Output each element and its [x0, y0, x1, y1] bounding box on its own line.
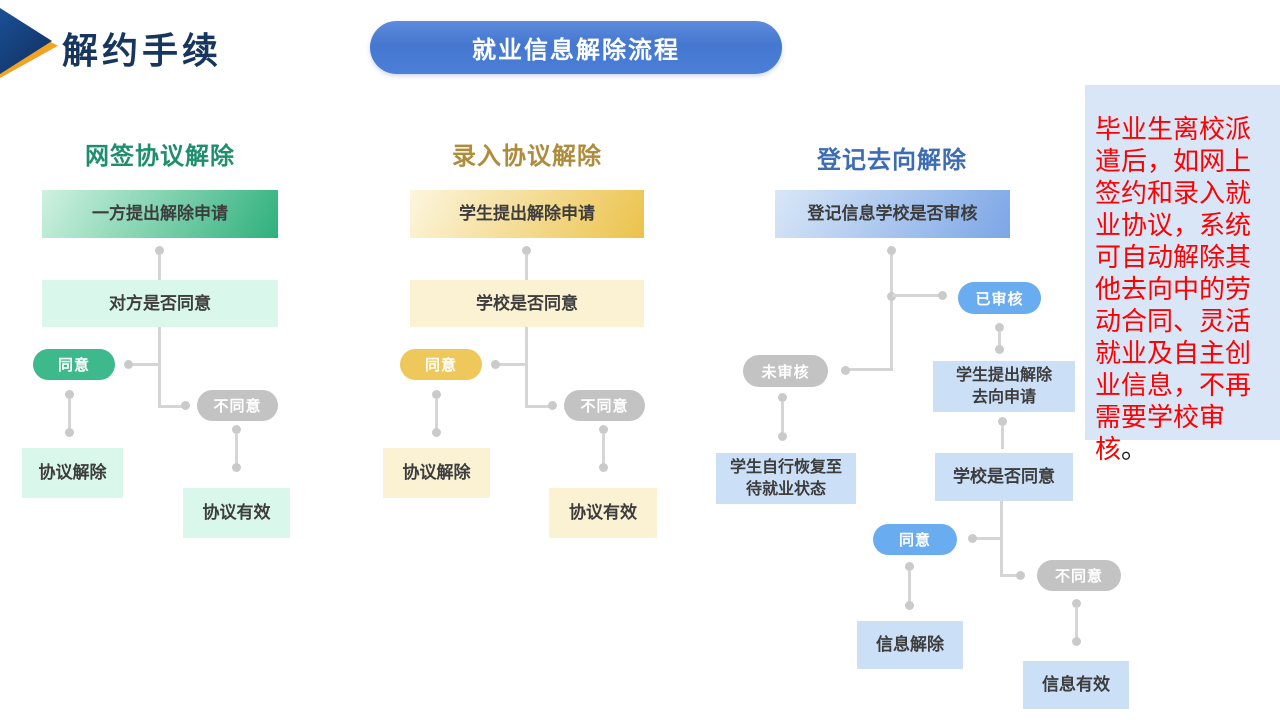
result-box: 协议有效: [183, 488, 290, 538]
connector-line: [160, 405, 186, 408]
flow-step-box: 登记信息学校是否审核: [775, 190, 1010, 238]
connector-line: [158, 327, 161, 408]
connector-dot: [548, 401, 557, 410]
connector-dot: [232, 425, 241, 434]
connector-dot: [232, 463, 241, 472]
flow-step-box: 学生提出解除 去向申请: [933, 361, 1075, 412]
connector-dot: [65, 428, 74, 437]
result-box: 信息解除: [857, 621, 963, 669]
connector-line: [846, 368, 892, 371]
flow-step-box: 对方是否同意: [42, 280, 278, 327]
flow-step-box: 学校是否同意: [935, 453, 1073, 501]
title-arrow-icon: [0, 8, 62, 80]
flow-step-box: 学校是否同意: [410, 280, 644, 327]
connector-line: [129, 363, 160, 366]
flow-step-box: 学生提出解除申请: [410, 190, 644, 238]
connector-line: [496, 363, 527, 366]
decision-pill-agree: 同意: [873, 524, 957, 555]
note-box: 毕业生离校派 遣后，如网上 签约和录入就 业协议，系统 可自动解除其 他去向中的…: [1085, 85, 1280, 464]
connector-dot: [887, 246, 896, 255]
connector-line: [527, 405, 553, 408]
connector-dot: [124, 360, 133, 369]
connector-dot: [905, 562, 914, 571]
result-box: 协议解除: [383, 448, 490, 498]
connector-line: [525, 255, 528, 281]
connector-dot: [599, 463, 608, 472]
connector-dot: [432, 428, 441, 437]
column2-title: 录入协议解除: [452, 143, 602, 170]
column3-title: 登记去向解除: [817, 147, 967, 174]
connector-dot: [968, 534, 977, 543]
connector-line: [892, 294, 940, 297]
connector-dot: [522, 246, 531, 255]
connector-dot: [181, 401, 190, 410]
decision-pill-disagree: 不同意: [564, 390, 645, 421]
connector-dot: [432, 390, 441, 399]
connector-line: [890, 255, 893, 371]
note-period: 。: [1121, 434, 1148, 464]
connector-line: [1075, 607, 1078, 641]
connector-line: [602, 433, 605, 466]
connector-dot: [887, 292, 896, 301]
result-box: 信息有效: [1023, 661, 1129, 709]
flow-step-box: 一方提出解除申请: [42, 190, 278, 238]
connector-dot: [995, 345, 1004, 354]
note-text: 毕业生离校派 遣后，如网上 签约和录入就 业协议，系统 可自动解除其 他去向中的…: [1095, 114, 1252, 464]
connector-line: [158, 255, 161, 281]
connector-line: [525, 327, 528, 408]
connector-line: [908, 570, 911, 605]
banner-pill: 就业信息解除流程: [370, 21, 782, 74]
connector-dot: [998, 417, 1007, 426]
connector-line: [781, 401, 784, 435]
connector-dot: [778, 432, 787, 441]
connector-line: [975, 537, 1002, 540]
connector-line: [235, 433, 238, 466]
connector-dot: [65, 390, 74, 399]
status-pill-reviewed: 已审核: [958, 282, 1041, 314]
result-box: 协议有效: [549, 488, 657, 538]
connector-dot: [995, 323, 1004, 332]
decision-pill-agree: 同意: [33, 349, 115, 380]
column1-title: 网签协议解除: [85, 143, 235, 170]
connector-dot: [1072, 637, 1081, 646]
connector-line: [1001, 425, 1004, 449]
decision-pill-disagree: 不同意: [197, 390, 278, 421]
connector-dot: [778, 393, 787, 402]
connector-dot: [599, 425, 608, 434]
connector-dot: [938, 291, 947, 300]
flow-step-box: 学生自行恢复至 待就业状态: [716, 453, 856, 504]
connector-line: [998, 331, 1001, 349]
connector-dot: [905, 601, 914, 610]
decision-pill-disagree: 不同意: [1037, 560, 1121, 591]
connector-line: [68, 398, 71, 431]
slide-title: 解约手续: [62, 30, 223, 71]
connector-dot: [841, 366, 850, 375]
decision-pill-agree: 同意: [400, 349, 482, 380]
connector-dot: [1072, 599, 1081, 608]
connector-dot: [1016, 571, 1025, 580]
connector-dot: [491, 360, 500, 369]
result-box: 协议解除: [22, 448, 123, 498]
status-pill-unreviewed: 未审核: [743, 355, 828, 387]
connector-line: [435, 398, 438, 431]
connector-line: [1001, 574, 1023, 577]
connector-dot: [155, 246, 164, 255]
arrow-blue-layer: [0, 8, 52, 74]
